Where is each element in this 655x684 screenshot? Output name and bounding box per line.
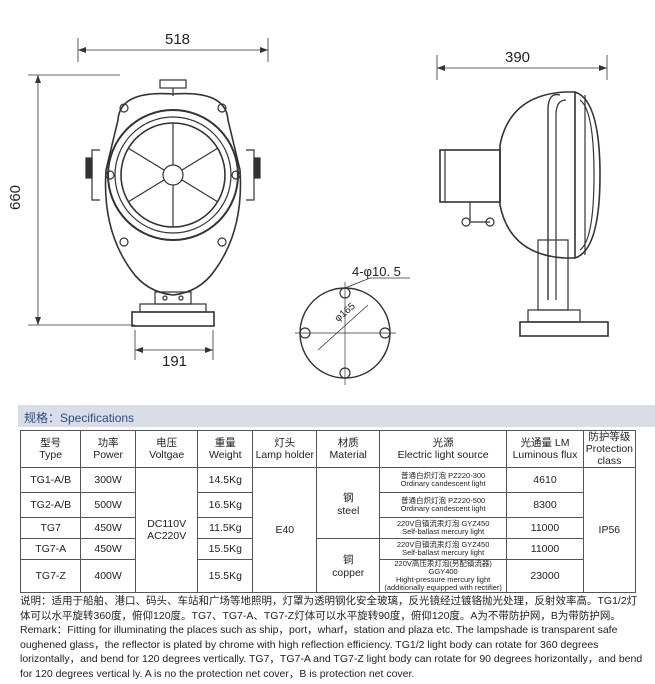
cell-flux: 23000 bbox=[506, 559, 584, 593]
dim-base-width: 191 bbox=[162, 353, 187, 370]
remarks-en: Remark：Fitting for illuminating the plac… bbox=[20, 624, 643, 680]
cell-weight: 11.5Kg bbox=[197, 517, 254, 539]
cell-power: 500W bbox=[80, 492, 136, 518]
dim-pcd: φ165 bbox=[333, 301, 358, 325]
cell-flux: 11000 bbox=[506, 517, 584, 539]
cell-flux: 8300 bbox=[506, 492, 584, 518]
cell-type: TG7-Z bbox=[19, 559, 82, 593]
dim-width-front: 518 bbox=[165, 31, 190, 48]
technical-drawing: 518 660 191 390 4-φ10. 5 φ165 bbox=[7, 31, 609, 385]
cell-flux: 4610 bbox=[506, 467, 584, 493]
cell-lamp-holder: E40 bbox=[252, 467, 318, 593]
cell-weight: 14.5Kg bbox=[197, 467, 254, 493]
cell-type: TG7-A bbox=[19, 538, 82, 560]
dim-holes: 4-φ10. 5 bbox=[352, 264, 401, 279]
cell-type: TG7 bbox=[19, 517, 82, 539]
spec-title: 规格：Specifications bbox=[24, 411, 135, 425]
remarks: 说明：适用于船舶、港口、码头、车站和广场等地照明，灯罩为透明钢化安全玻璃，反光镜… bbox=[20, 594, 645, 681]
cell-weight: 16.5Kg bbox=[197, 492, 254, 518]
cell-power: 450W bbox=[80, 517, 136, 539]
side-view bbox=[436, 55, 609, 337]
table-row: TG7-Z 400W 15.5Kg 220V高压汞灯泡(另配镇流器) GGY40… bbox=[19, 559, 636, 593]
cell-weight: 15.5Kg bbox=[197, 538, 254, 560]
cell-type: TG2-A/B bbox=[19, 492, 82, 518]
cell-protection: IP56 bbox=[582, 467, 637, 593]
cell-type: TG1-A/B bbox=[19, 467, 82, 493]
cell-power: 400W bbox=[80, 559, 136, 593]
remarks-cn: 说明：适用于船舶、港口、码头、车站和广场等地照明，灯罩为透明钢化安全玻璃，反光镜… bbox=[20, 595, 638, 622]
front-view bbox=[28, 38, 269, 360]
spec-title-band: 规格：Specifications bbox=[18, 405, 655, 427]
cell-flux: 11000 bbox=[506, 538, 584, 560]
dim-width-side: 390 bbox=[505, 49, 530, 66]
cell-power: 450W bbox=[80, 538, 136, 560]
cell-weight: 15.5Kg bbox=[197, 559, 254, 593]
cell-power: 300W bbox=[80, 467, 136, 493]
dim-height-front: 660 bbox=[7, 185, 24, 210]
flange-view bbox=[295, 277, 410, 385]
